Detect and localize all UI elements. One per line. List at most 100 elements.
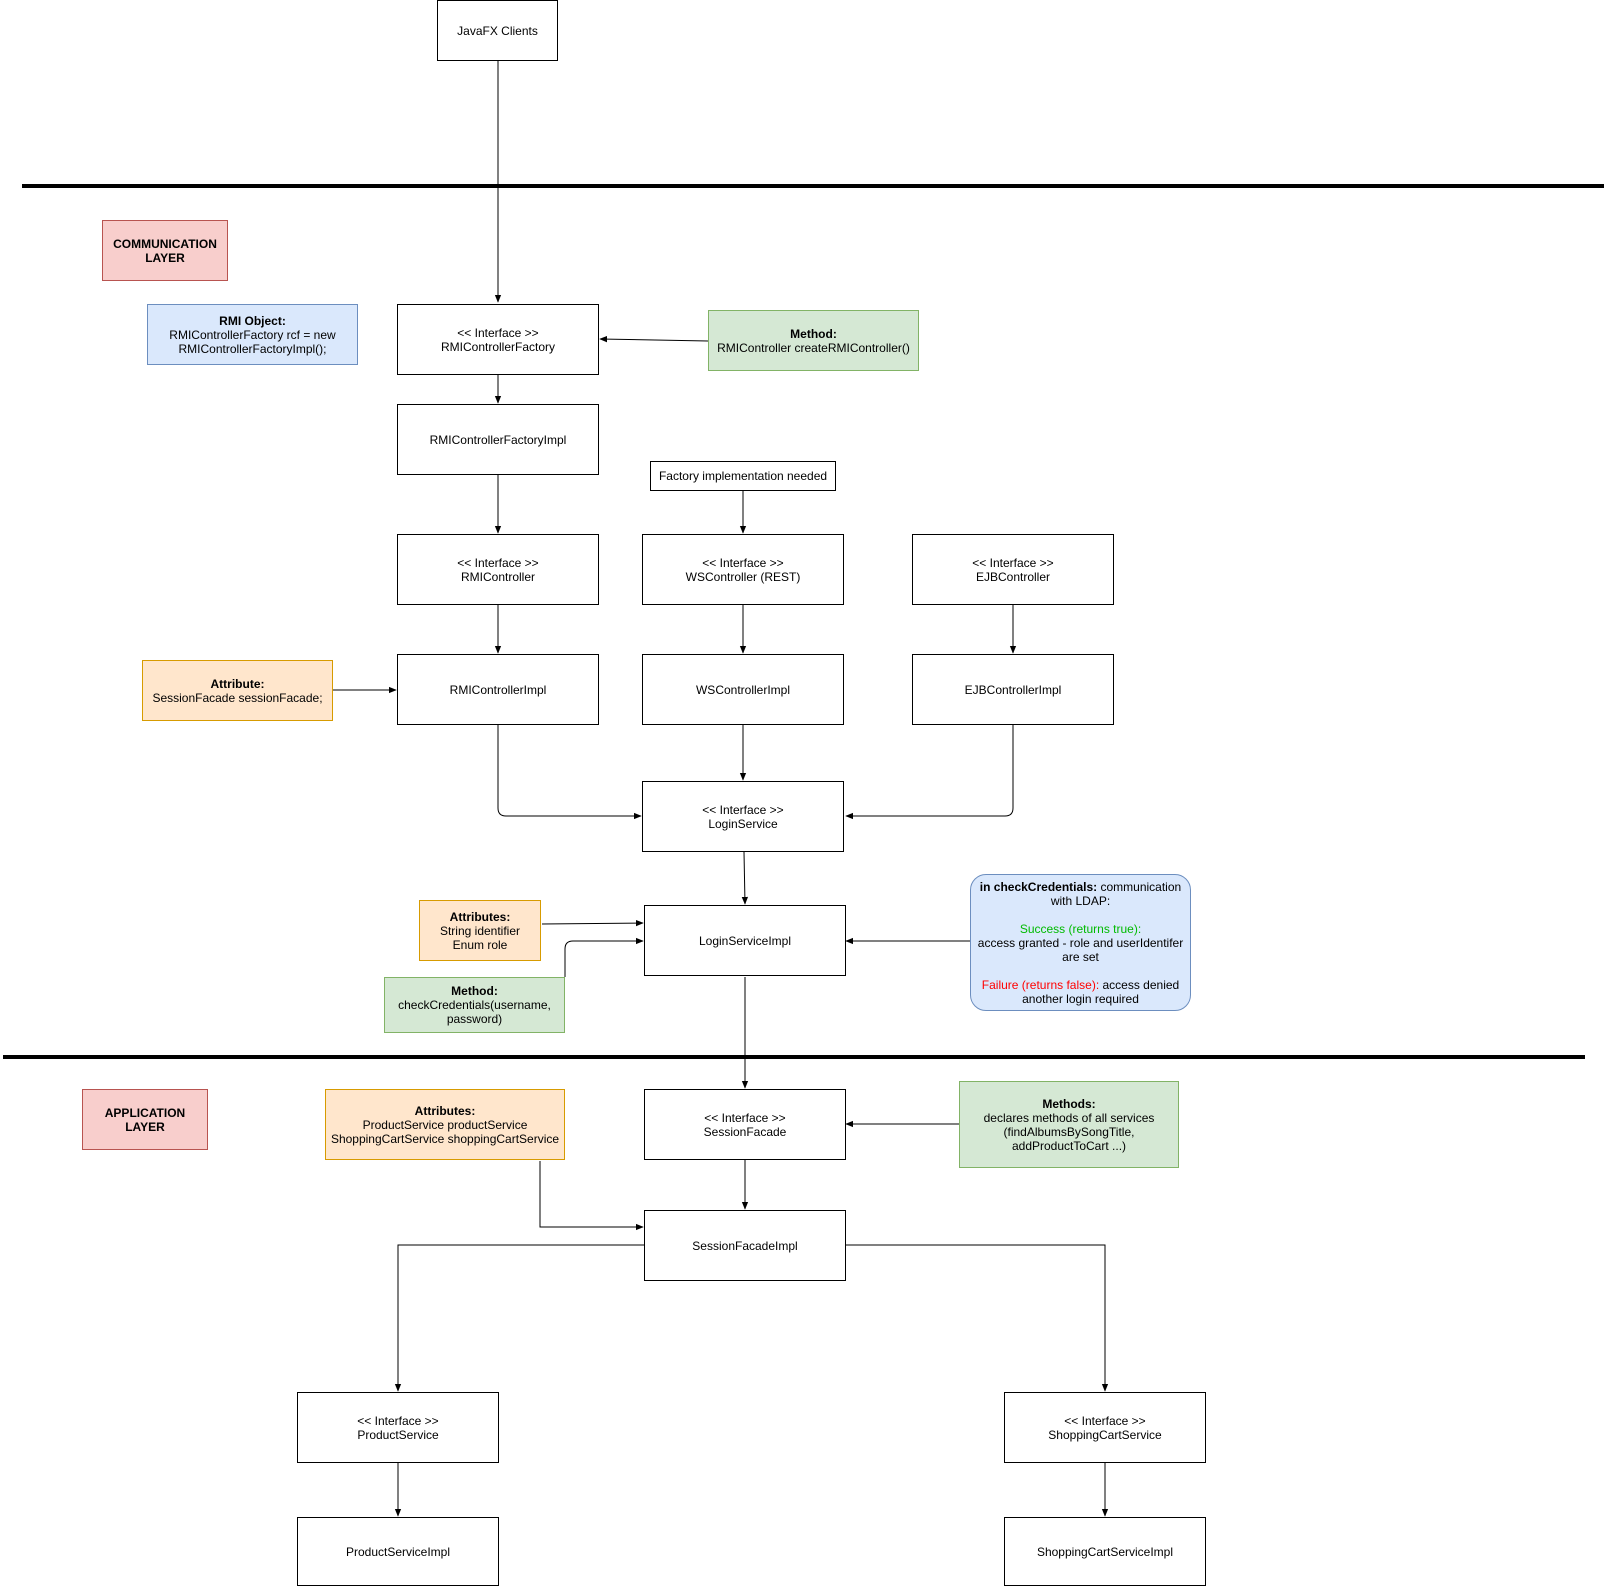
note-title: RMI Object: <box>219 313 286 328</box>
node-label: SessionFacade <box>703 1124 787 1139</box>
note-title: Method: <box>790 326 837 341</box>
note-line: SessionFacade sessionFacade; <box>152 690 323 705</box>
node-ws-controller[interactable]: << Interface >> WSController (REST) <box>642 534 844 605</box>
node-label: WSControllerImpl <box>695 682 791 697</box>
success-label: Success (returns true): <box>1019 921 1142 936</box>
node-label: RMIController <box>460 569 535 584</box>
stereotype-label: << Interface >> <box>702 802 784 817</box>
note-facade-methods: Methods: declares methods of all service… <box>959 1081 1179 1168</box>
note-line: addProductToCart ...) <box>1011 1138 1127 1153</box>
node-javafx-clients[interactable]: JavaFX Clients <box>437 0 558 61</box>
edge-facadeattrs-to-facadeimpl <box>539 1161 644 1231</box>
node-ejb-controller[interactable]: << Interface >> EJBController <box>912 534 1114 605</box>
note-text: communication <box>1097 879 1182 894</box>
layer-label-line: LAYER <box>145 250 185 265</box>
note-line: RMIControllerFactoryImpl(); <box>178 341 327 356</box>
stereotype-label: << Interface >> <box>457 325 539 340</box>
note-line: RMIControllerFactory rcf = new <box>169 327 336 342</box>
node-rmi-controller-factory[interactable]: << Interface >> RMIControllerFactory <box>397 304 599 375</box>
note-line: with LDAP: <box>1050 893 1111 908</box>
node-factory-implementation-needed[interactable]: Factory implementation needed <box>650 461 836 491</box>
stereotype-label: << Interface >> <box>457 555 539 570</box>
edge-ejbimpl-to-loginservice <box>845 725 1014 820</box>
note-title: Attributes: <box>449 909 511 924</box>
edge-rmiimpl-to-loginservice <box>497 725 642 820</box>
stereotype-label: << Interface >> <box>357 1413 439 1428</box>
note-line: ProductService productService <box>362 1117 528 1132</box>
stereotype-label: << Interface >> <box>702 555 784 570</box>
layer-label-line: COMMUNICATION <box>113 236 217 251</box>
node-label: ShoppingCartServiceImpl <box>1036 1544 1174 1559</box>
node-label: Factory implementation needed <box>658 469 828 483</box>
node-session-facade[interactable]: << Interface >> SessionFacade <box>644 1089 846 1160</box>
note-text: access denied <box>1099 977 1180 992</box>
note-title: Methods: <box>1042 1096 1096 1111</box>
note-line: Failure (returns false): access denied <box>982 978 1179 992</box>
node-label: LoginService <box>708 816 778 831</box>
note-session-attribute: Attribute: SessionFacade sessionFacade; <box>142 660 333 721</box>
node-label: RMIControllerFactory <box>440 339 556 354</box>
node-label: WSController (REST) <box>685 569 801 584</box>
node-label: EJBControllerImpl <box>964 682 1062 697</box>
node-product-service[interactable]: << Interface >> ProductService <box>297 1392 499 1463</box>
note-line: (findAlbumsBySongTitle, <box>1003 1124 1135 1139</box>
note-spacer <box>1079 964 1082 978</box>
node-label: RMIControllerFactoryImpl <box>429 432 567 447</box>
node-product-service-impl[interactable]: ProductServiceImpl <box>297 1517 499 1586</box>
failure-label: Failure (returns false): <box>981 977 1100 992</box>
stereotype-label: << Interface >> <box>972 555 1054 570</box>
note-line: declares methods of all services <box>983 1110 1155 1125</box>
application-layer-label: APPLICATION LAYER <box>82 1089 208 1150</box>
node-login-service[interactable]: << Interface >> LoginService <box>642 781 844 852</box>
node-label: ProductServiceImpl <box>345 1544 451 1559</box>
note-line: another login required <box>1022 991 1139 1006</box>
note-facade-attributes: Attributes: ProductService productServic… <box>325 1089 565 1160</box>
note-title: Attribute: <box>210 676 265 691</box>
note-login-attributes: Attributes: String identifier Enum role <box>419 900 541 961</box>
node-rmi-controller-factory-impl[interactable]: RMIControllerFactoryImpl <box>397 404 599 475</box>
layer-label-line: APPLICATION <box>104 1105 186 1120</box>
node-shopping-cart-service-impl[interactable]: ShoppingCartServiceImpl <box>1004 1517 1206 1586</box>
note-line: ShoppingCartService shoppingCartService <box>330 1131 560 1146</box>
node-session-facade-impl[interactable]: SessionFacadeImpl <box>644 1210 846 1281</box>
note-line: password) <box>446 1012 503 1026</box>
stereotype-label: << Interface >> <box>704 1110 786 1125</box>
note-line: are set <box>1062 949 1099 964</box>
edge-attributes-to-loginimpl <box>541 919 644 927</box>
edge-method-to-loginimpl <box>564 937 644 977</box>
note-title: Method: <box>451 984 498 998</box>
note-spacer <box>1079 908 1082 922</box>
note-check-method: Method: checkCredentials(username, passw… <box>384 977 565 1033</box>
note-line: String identifier <box>439 923 521 938</box>
node-rmi-controller[interactable]: << Interface >> RMIController <box>397 534 599 605</box>
node-rmi-controller-impl[interactable]: RMIControllerImpl <box>397 654 599 725</box>
edge-facadeimpl-to-productservice <box>394 1244 645 1392</box>
node-label: EJBController <box>975 569 1051 584</box>
node-login-service-impl[interactable]: LoginServiceImpl <box>644 905 846 976</box>
edge-facadeimpl-to-shoppingcartservice <box>845 1244 1109 1392</box>
edge-loginservice-to-impl <box>741 851 749 905</box>
node-label: ShoppingCartService <box>1048 1427 1162 1442</box>
note-title: Attributes: <box>414 1103 476 1118</box>
note-line: RMIController createRMIController() <box>717 340 910 355</box>
node-label: SessionFacadeImpl <box>692 1238 798 1253</box>
node-label: ProductService <box>357 1427 439 1442</box>
node-shopping-cart-service[interactable]: << Interface >> ShoppingCartService <box>1004 1392 1206 1463</box>
note-line: Enum role <box>452 937 508 952</box>
node-ejb-controller-impl[interactable]: EJBControllerImpl <box>912 654 1114 725</box>
note-line: access granted - role and userIdentifer <box>977 935 1184 950</box>
note-check-credentials: in checkCredentials: communication with … <box>970 874 1191 1011</box>
note-line: checkCredentials(username, <box>398 998 551 1012</box>
note-rmi-object: RMI Object: RMIControllerFactory rcf = n… <box>147 304 358 365</box>
note-line: in checkCredentials: communication <box>980 880 1181 894</box>
edge-method-to-factory <box>599 335 709 343</box>
node-ws-controller-impl[interactable]: WSControllerImpl <box>642 654 844 725</box>
node-label: LoginServiceImpl <box>698 933 792 948</box>
note-create-method: Method: RMIController createRMIControlle… <box>708 310 919 371</box>
stereotype-label: << Interface >> <box>1064 1413 1146 1428</box>
layer-label-line: LAYER <box>125 1119 165 1134</box>
communication-layer-label: COMMUNICATION LAYER <box>102 220 228 281</box>
node-label: RMIControllerImpl <box>449 682 547 697</box>
note-title: in checkCredentials: <box>979 879 1098 894</box>
